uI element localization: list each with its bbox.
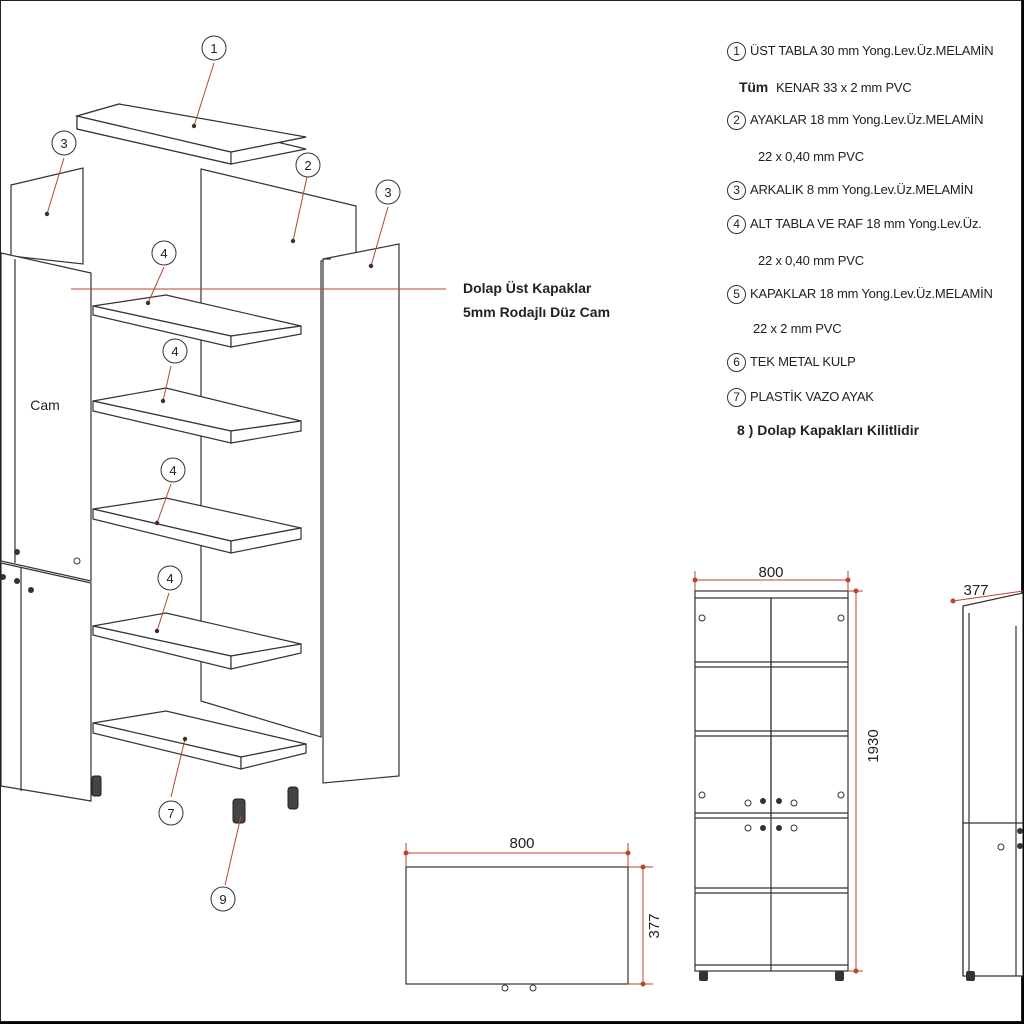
front-elevation: [694, 590, 849, 972]
lock-note: 8 ) Dolap Kapakları Kilitlidir: [737, 422, 920, 438]
callout-4d-label: 4: [166, 571, 173, 586]
callout-1: [201, 35, 227, 61]
callout-4a: [151, 240, 177, 266]
back-panel: [200, 168, 357, 738]
side-depth-label: 377: [963, 582, 988, 599]
callout-3-right-label: 3: [384, 185, 391, 200]
plan-depth-label: 377: [646, 913, 663, 938]
spec-text: 22 x 0,40 mm PVC: [758, 149, 864, 164]
spec-row: 22 x 0,40 mm PVC: [758, 253, 864, 268]
callout-2-label: 2: [304, 158, 311, 173]
spec-number-badge: 4: [727, 215, 746, 234]
callout-3-left: [51, 130, 77, 156]
door-handles: [1, 549, 34, 593]
front-width-label: 800: [758, 564, 783, 581]
feet: [91, 775, 299, 824]
spec-text: 22 x 2 mm PVC: [753, 321, 842, 336]
callout-9-label: 9: [219, 892, 226, 907]
glass-callout-line2: 5mm Rodajlı Düz Cam: [463, 304, 611, 320]
callout-3-left-label: 3: [60, 136, 67, 151]
glass-callout-line1: Dolap Üst Kapaklar: [463, 280, 592, 296]
front-height-label: 1930: [865, 729, 882, 762]
spec-text: ALT TABLA VE RAF 18 mm Yong.Lev.Üz.: [750, 215, 982, 231]
plan-width-label: 800: [509, 835, 534, 852]
callout-4d: [157, 565, 183, 591]
glass-label: Cam: [30, 397, 60, 413]
side-view: [962, 592, 1023, 977]
spec-number-badge: 1: [727, 42, 746, 61]
spec-text: ÜST TABLA 30 mm Yong.Lev.Üz.MELAMİN: [750, 42, 994, 58]
spec-text: 22 x 0,40 mm PVC: [758, 253, 864, 268]
callout-1-label: 1: [210, 41, 217, 56]
callout-7-label: 7: [167, 806, 174, 821]
spec-number-badge: 5: [727, 285, 746, 304]
shelf-2: [92, 387, 302, 444]
callout-9: [210, 886, 236, 912]
spec-text: TEK METAL KULP: [750, 353, 856, 369]
callout-4c: [160, 457, 186, 483]
spec-text: AYAKLAR 18 mm Yong.Lev.Üz.MELAMİN: [750, 111, 984, 127]
callout-4b: [162, 338, 188, 364]
spec-row: 22 x 2 mm PVC: [753, 321, 842, 336]
callout-7: [158, 800, 184, 826]
spec-row: 22 x 0,40 mm PVC: [758, 149, 864, 164]
callout-4c-label: 4: [169, 463, 176, 478]
right-side-panel: [322, 243, 400, 784]
shelf-3: [92, 497, 302, 554]
spec-number-badge: 3: [727, 181, 746, 200]
spec-number-badge: 6: [727, 353, 746, 372]
shelf-1: [92, 294, 302, 348]
spec-text: KENAR 33 x 2 mm PVC: [775, 80, 912, 95]
spec-text: PLASTİK VAZO AYAK: [750, 388, 874, 404]
shelf-4: [92, 612, 302, 670]
spec-number-badge: 2: [727, 111, 746, 130]
glass-door: [1, 252, 92, 582]
bottom-panel: [92, 710, 307, 770]
lower-door: [1, 562, 92, 802]
callout-4a-label: 4: [160, 246, 167, 261]
spec-row: Tüm KENAR 33 x 2 mm PVC: [739, 79, 912, 95]
spec-prefix: Tüm: [739, 79, 768, 95]
callout-3-right: [375, 179, 401, 205]
callout-2: [295, 152, 321, 178]
spec-number-badge: 7: [727, 388, 746, 407]
callout-4b-label: 4: [171, 344, 178, 359]
spec-text: ARKALIK 8 mm Yong.Lev.Üz.MELAMİN: [750, 181, 974, 197]
plan-view: [403, 843, 653, 992]
spec-text: KAPAKLAR 18 mm Yong.Lev.Üz.MELAMİN: [750, 285, 993, 301]
